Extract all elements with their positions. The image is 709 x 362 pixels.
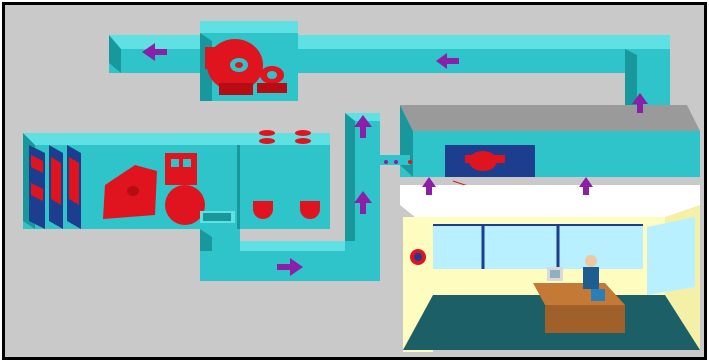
hvac-system-diagram bbox=[5, 5, 704, 357]
mixing-box bbox=[200, 211, 235, 223]
air-handling-unit bbox=[23, 130, 330, 229]
ceiling-plenum bbox=[380, 105, 700, 191]
exhaust-fan-housing bbox=[200, 21, 298, 101]
return-duct-top bbox=[109, 35, 670, 73]
desk bbox=[533, 283, 625, 333]
computer-icon bbox=[547, 267, 563, 281]
filter-bank bbox=[29, 145, 81, 229]
